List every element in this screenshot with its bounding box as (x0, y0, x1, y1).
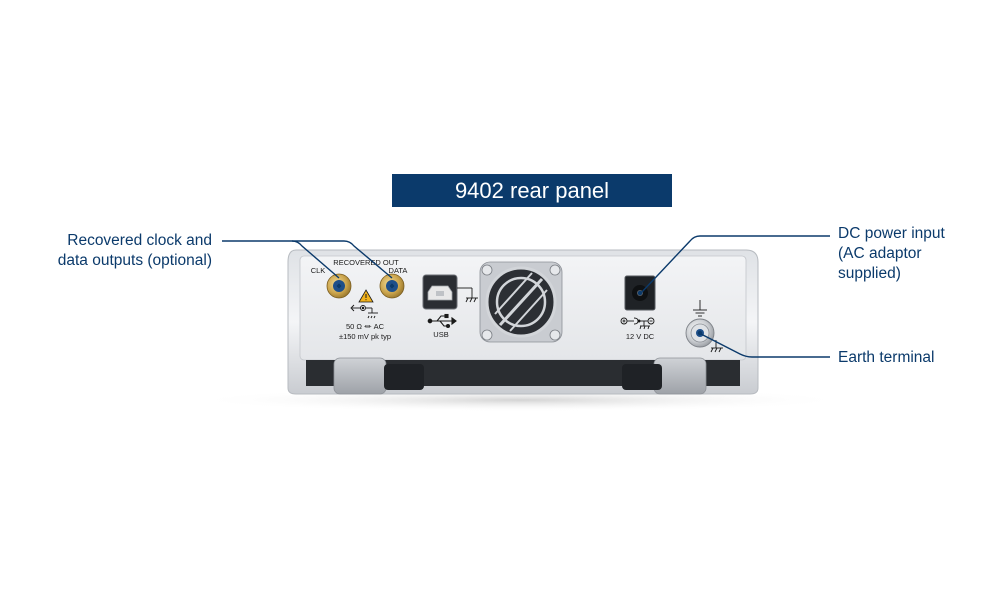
callout-recovered-line1: Recovered clock and (67, 232, 212, 249)
callout-dc-power: DC power input (AC adaptor supplied) (838, 224, 988, 284)
impedance-label: 50 Ω ⏛ AC (346, 322, 385, 331)
leader-line-earth (700, 333, 830, 358)
diagram-title: 9402 rear panel (392, 174, 672, 207)
leader-line-recovered (292, 240, 393, 279)
leader-endpoint (336, 283, 342, 289)
level-label: ±150 mV pk typ (339, 332, 391, 341)
dc-rating-label: 12 V DC (626, 332, 655, 341)
fan-grille-icon (479, 261, 563, 343)
usb-icon (427, 313, 457, 329)
callout-recovered-outputs: Recovered clock and data outputs (option… (20, 231, 212, 271)
usb-port[interactable] (422, 274, 458, 310)
callout-dc-line3: supplied) (838, 265, 901, 282)
warning-icon (358, 289, 374, 303)
foot-left (333, 357, 424, 395)
leader-line-dc-power (640, 235, 830, 294)
callout-recovered-line2: data outputs (optional) (57, 252, 212, 269)
data-label: DATA (389, 266, 408, 275)
callout-earth-label: Earth terminal (838, 349, 935, 366)
callout-dc-line1: DC power input (838, 225, 945, 242)
clock-label: CLK (311, 266, 326, 275)
usb-label: USB (433, 330, 448, 339)
leader-endpoint (389, 283, 395, 289)
callout-earth-terminal: Earth terminal (838, 348, 988, 368)
dc-polarity-icon (620, 317, 655, 330)
earth-ground-icon (693, 300, 707, 317)
callout-dc-line2: (AC adaptor (838, 245, 922, 262)
coax-ground-icon (350, 304, 378, 319)
foot-right (622, 357, 707, 395)
leader-endpoint (697, 330, 703, 336)
recovered-out-label: RECOVERED OUT (333, 258, 399, 267)
leader-endpoint (637, 290, 643, 296)
chassis-ground-icon (457, 287, 478, 303)
